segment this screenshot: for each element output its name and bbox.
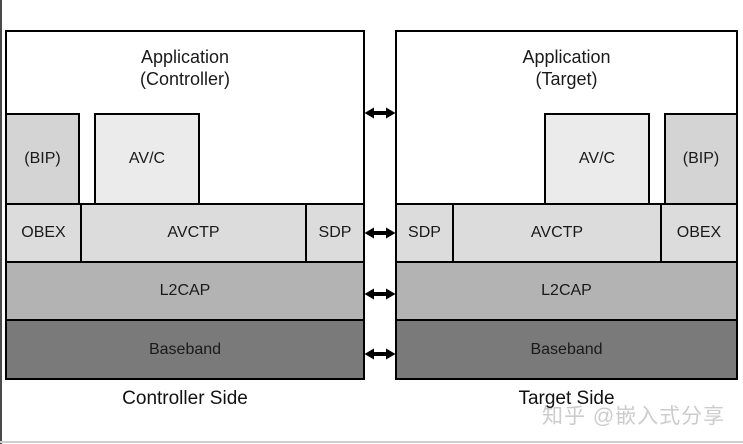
controller-bip-label: (BIP) xyxy=(24,150,61,167)
controller-side-label: Controller Side xyxy=(122,388,248,409)
bidirectional-arrow-icon xyxy=(364,288,396,300)
target-application-title-line1: Application xyxy=(522,47,611,67)
target-bip-label: (BIP) xyxy=(682,150,720,167)
controller-avc-box: AV/C xyxy=(94,113,200,205)
target-application-title: Application (Target) xyxy=(522,46,610,90)
image-left-edge-line xyxy=(0,0,2,444)
bidirectional-arrow-icon xyxy=(364,107,396,119)
bidirectional-arrow-icon xyxy=(364,348,396,360)
target-l2cap-box: L2CAP xyxy=(395,261,738,321)
controller-obex-box: OBEX xyxy=(7,205,80,261)
controller-avctp-label: AVCTP xyxy=(167,224,220,241)
image-bottom-edge-line xyxy=(0,441,743,443)
controller-avctp-box: AVCTP xyxy=(80,205,305,261)
controller-sdp-box: SDP xyxy=(305,205,363,261)
target-avctp-label: AVCTP xyxy=(530,224,584,241)
target-transport-row: SDP AVCTP OBEX xyxy=(395,203,738,263)
target-obex-label: OBEX xyxy=(676,224,722,241)
target-baseband-box: Baseband xyxy=(395,319,738,380)
target-side-label: Target Side xyxy=(518,388,615,409)
target-obex-box: OBEX xyxy=(660,205,736,261)
zhihu-watermark: 知乎 @嵌入式分享 xyxy=(542,405,726,428)
target-sdp-label: SDP xyxy=(408,224,441,241)
controller-sdp-label: SDP xyxy=(318,224,352,241)
target-l2cap-label: L2CAP xyxy=(541,282,592,299)
target-sdp-box: SDP xyxy=(397,205,452,261)
controller-application-title-line2: (Controller) xyxy=(139,69,231,89)
controller-l2cap-box: L2CAP xyxy=(5,261,365,321)
controller-avc-label: AV/C xyxy=(128,150,166,167)
bidirectional-arrow-icon xyxy=(364,227,396,239)
controller-bip-box: (BIP) xyxy=(5,113,80,205)
controller-baseband-box: Baseband xyxy=(5,319,365,380)
controller-application-title-line1: Application xyxy=(140,47,230,67)
target-baseband-label: Baseband xyxy=(530,340,603,358)
target-avctp-box: AVCTP xyxy=(452,205,660,261)
controller-l2cap-label: L2CAP xyxy=(159,282,211,299)
controller-transport-row: OBEX AVCTP SDP xyxy=(5,203,365,263)
controller-baseband-label: Baseband xyxy=(148,340,222,358)
target-avc-label: AV/C xyxy=(578,150,616,167)
controller-obex-label: OBEX xyxy=(21,224,66,241)
target-avc-box: AV/C xyxy=(544,113,650,205)
target-bip-box: (BIP) xyxy=(664,113,738,205)
target-application-title-line2: (Target) xyxy=(535,69,598,89)
controller-application-title: Application (Controller) xyxy=(140,46,230,90)
